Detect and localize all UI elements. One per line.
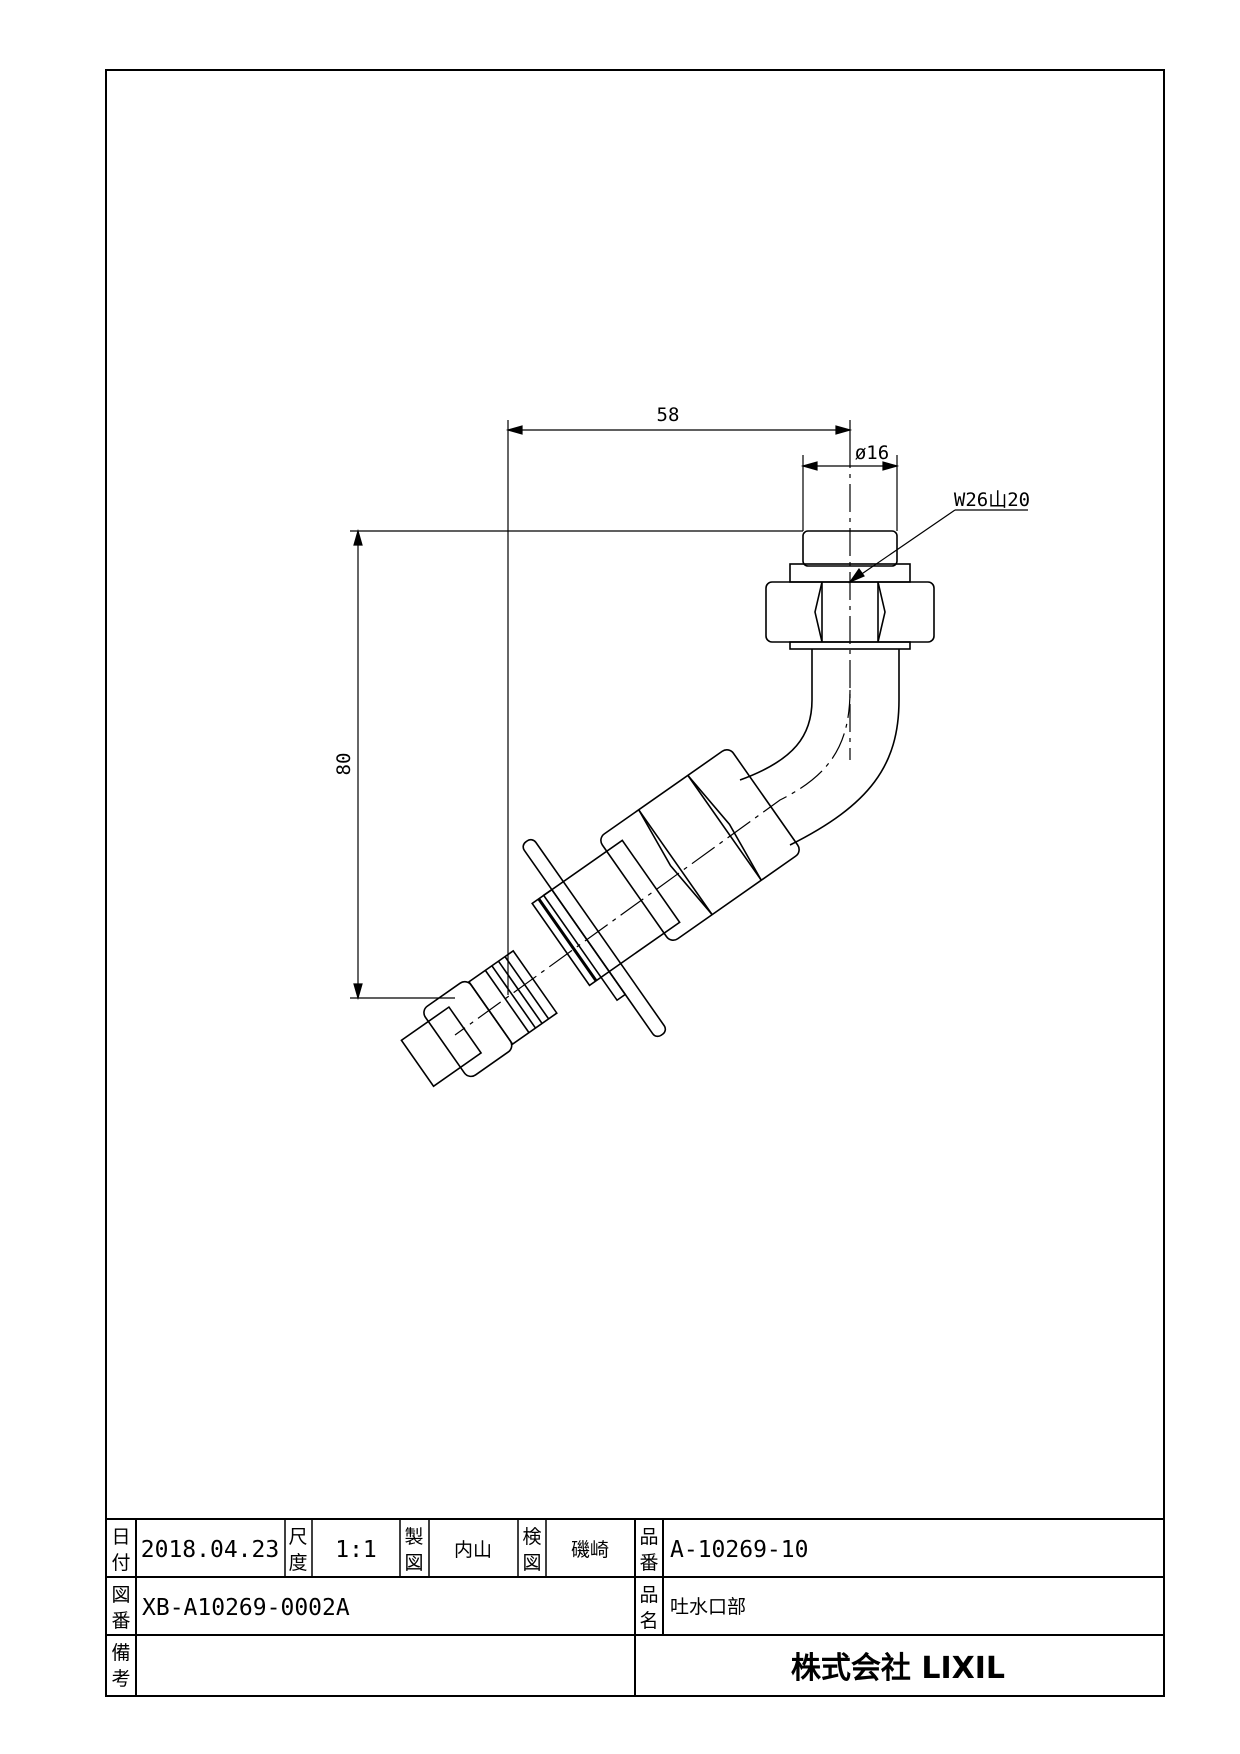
part-no-label-1: 品	[639, 1526, 658, 1548]
scale-value: 1:1	[335, 1537, 377, 1563]
title-block	[106, 1518, 1164, 1696]
dim-diameter-label: ø16	[855, 442, 889, 464]
part-drawing	[400, 440, 935, 1088]
dimension-lines	[350, 420, 1028, 1001]
remarks-label-1: 備	[111, 1642, 130, 1664]
pipe-outer	[789, 649, 900, 846]
checked-label-2: 図	[522, 1552, 541, 1574]
scale-label-2: 度	[288, 1552, 307, 1574]
dim-58-label: 58	[657, 404, 680, 426]
part-no-label-2: 番	[639, 1552, 658, 1574]
drawn-value: 内山	[454, 1539, 492, 1561]
drawn-label-2: 図	[404, 1552, 423, 1574]
date-label-1: 日	[111, 1526, 130, 1548]
scale-label-1: 尺	[288, 1526, 307, 1548]
drawn-label-1: 製	[404, 1526, 423, 1548]
dim-80-label: 80	[333, 753, 355, 776]
company-logo: 株式会社 LIXIL	[791, 1651, 1005, 1686]
part-name-value: 吐水口部	[670, 1596, 746, 1618]
remarks-label-2: 考	[111, 1668, 130, 1690]
pipe-inner	[739, 649, 813, 781]
sheet-border	[105, 69, 1165, 1697]
checked-value: 磯崎	[571, 1539, 609, 1561]
part-name-label-1: 品	[639, 1584, 658, 1606]
checked-label-1: 検	[522, 1526, 541, 1548]
date-value: 2018.04.23	[141, 1537, 279, 1563]
dim-thread-label: W26山20	[954, 489, 1030, 511]
part-name-label-2: 名	[639, 1610, 658, 1632]
date-label-2: 付	[111, 1552, 130, 1574]
drawing-no-label-2: 番	[111, 1610, 130, 1632]
drawing-no-label-1: 図	[111, 1584, 130, 1606]
drawing-no-value: XB-A10269-0002A	[142, 1595, 350, 1621]
centerline-bend	[454, 689, 851, 1036]
part-no-value: A-10269-10	[670, 1537, 808, 1563]
